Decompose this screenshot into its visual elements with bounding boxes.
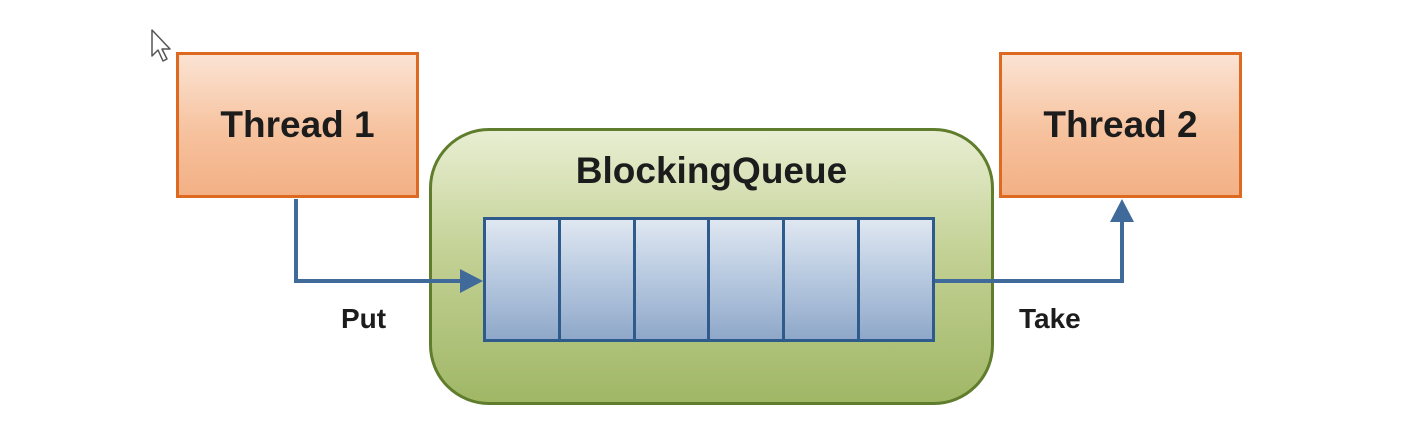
- blocking-queue-label: BlockingQueue: [575, 150, 848, 191]
- mouse-pointer-icon: [151, 29, 171, 62]
- thread-1-label: Thread 1: [220, 104, 375, 145]
- queue-slots: [483, 217, 935, 342]
- thread-2-box: Thread 2: [999, 52, 1242, 198]
- queue-slot: [635, 220, 711, 339]
- thread-2-label: Thread 2: [1043, 104, 1198, 145]
- queue-slot: [710, 220, 786, 339]
- queue-slot: [560, 220, 636, 339]
- queue-slot: [486, 220, 561, 339]
- thread-1-box: Thread 1: [176, 52, 419, 198]
- queue-slot: [785, 220, 861, 339]
- take-arrow-line: [935, 218, 1124, 283]
- take-label: Take: [1019, 303, 1081, 334]
- put-label: Put: [341, 303, 387, 334]
- queue-slot: [860, 220, 932, 339]
- take-arrow-head-icon: [1110, 199, 1134, 222]
- put-arrow-head-icon: [460, 269, 483, 293]
- put-arrow-line: [294, 199, 465, 283]
